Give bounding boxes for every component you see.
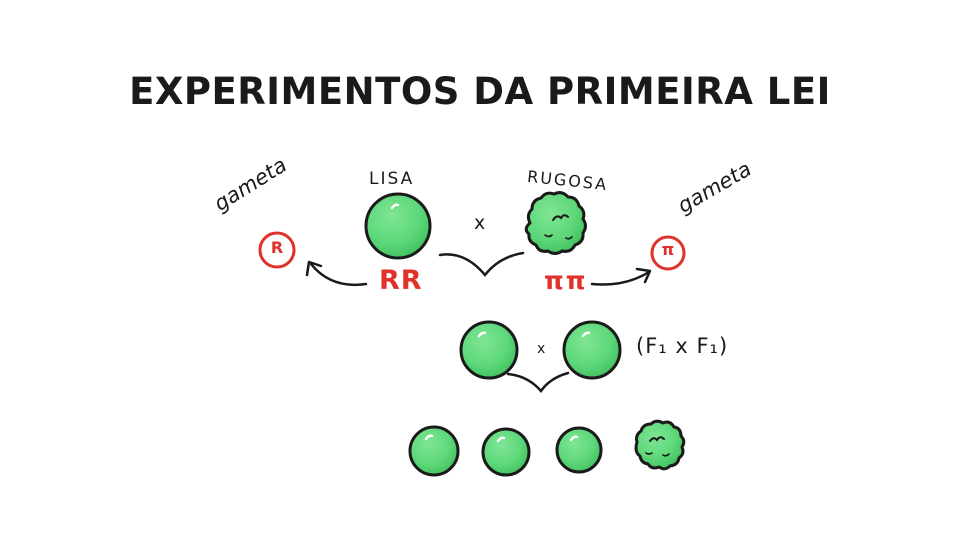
cross-brace-f1 <box>508 373 568 391</box>
pea-f2-smooth-3 <box>557 428 601 472</box>
cross-brace-parents <box>440 253 523 275</box>
arrow-right <box>592 272 649 285</box>
gamete-allele-right: π <box>651 242 685 258</box>
gamete-allele-left: R <box>259 240 295 256</box>
arrow-left <box>311 264 366 285</box>
pea-smooth-parent <box>366 194 430 258</box>
pea-f2-smooth-2 <box>483 429 529 475</box>
pea-f1-left <box>461 322 517 378</box>
pea-f2-wrinkled <box>636 421 684 469</box>
pea-f1-right <box>564 322 620 378</box>
pea-f2-smooth-1 <box>410 427 458 475</box>
pea-wrinkled-parent <box>526 193 585 254</box>
